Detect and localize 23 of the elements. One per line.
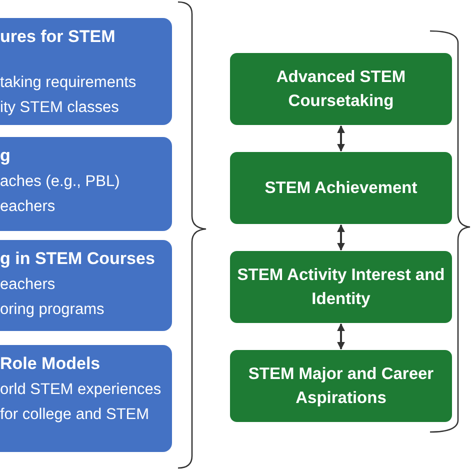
box-heading: Role Models <box>0 353 102 375</box>
box-text: oring programs <box>0 300 106 320</box>
category-box <box>0 345 172 452</box>
box-heading: ures for STEM <box>0 26 116 48</box>
outcome-box: STEM Activity Interest and Identity <box>230 251 452 323</box>
category-box <box>0 18 172 125</box>
box-text: eachers <box>0 275 56 295</box>
box-text: eachers <box>0 197 56 217</box>
double-arrow <box>337 125 345 152</box>
category-box <box>0 137 172 231</box>
box-heading: g in STEM Courses <box>0 248 156 270</box>
double-arrow <box>337 224 345 251</box>
box-text: orld STEM experiences <box>0 380 162 400</box>
box-text: ity STEM classes <box>0 98 120 118</box>
box-text: aches (e.g., PBL) <box>0 172 121 192</box>
outcome-box: STEM Major and Career Aspirations <box>230 350 452 422</box>
box-text: taking requirements <box>0 73 138 93</box>
box-heading: g <box>0 145 12 167</box>
category-box <box>0 240 172 331</box>
outcome-box: Advanced STEM Coursetaking <box>230 53 452 125</box>
box-text: for college and STEM <box>0 405 150 425</box>
outcome-box: STEM Achievement <box>230 152 452 224</box>
double-arrow <box>337 323 345 350</box>
